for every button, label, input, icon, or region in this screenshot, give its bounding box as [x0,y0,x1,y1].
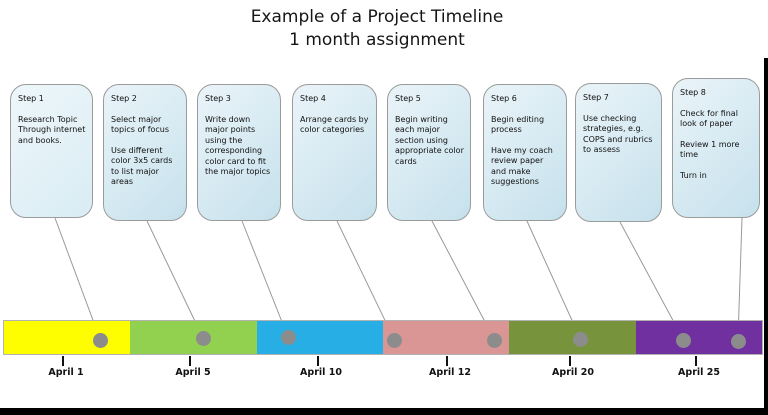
tick-april-1 [62,356,64,366]
step-text: Use checking strategies, e.g. COPS and r… [583,113,653,155]
tick-april-20 [569,356,571,366]
step-text: Have my coach review paper and make sugg… [491,145,553,187]
timeline-dot-6 [572,331,588,347]
step-card-7: Step 7 Use checking strategies, e.g. COP… [575,83,662,222]
tick-april-12 [446,356,448,366]
timeline-dot-1 [92,332,108,348]
timeline-dot-3 [280,329,296,345]
step-title: Step 5 [395,94,421,103]
step-card-1: Step 1 Research Topic Through internet a… [10,84,93,218]
step-text: Check for final look of paper [680,108,738,129]
date-label-april-12: April 12 [429,367,471,378]
step-title: Step 6 [491,94,517,103]
timeline-dot-4 [386,332,402,348]
step-text: Arrange cards by color categories [300,114,369,135]
date-label-april-10: April 10 [300,367,342,378]
date-label-april-5: April 5 [175,367,211,378]
step-text: Begin editing process [491,114,545,135]
timeline-dot-2 [195,330,211,346]
page-title: Example of a Project Timeline 1 month as… [0,6,754,52]
step-text: Review 1 more time [680,139,740,160]
step-card-6: Step 6 Begin editing process Have my coa… [483,84,567,221]
tick-april-10 [317,356,319,366]
step-text: Write down major points using the corres… [205,114,271,177]
timeline-bar [3,320,763,355]
date-label-april-20: April 20 [552,367,594,378]
timeline-dot-5 [486,332,502,348]
step-card-4: Step 4 Arrange cards by color categories [292,84,377,221]
step-text: Research Topic Through internet and book… [18,114,86,145]
tick-april-25 [695,356,697,366]
step-title: Step 2 [111,94,137,103]
step-card-2: Step 2 Select major topics of focus Use … [103,84,187,221]
step-text: Use different color 3x5 cards to list ma… [111,145,173,187]
step-title: Step 4 [300,94,326,103]
screen-edge-right [764,58,768,415]
timeline-segment-april-20 [509,321,636,354]
timeline-dot-8 [730,333,746,349]
step-title: Step 1 [18,94,44,103]
tick-april-5 [189,356,191,366]
step-card-3: Step 3 Write down major points using the… [197,84,281,221]
timeline-segment-april-5 [130,321,257,354]
screen-edge-bottom [0,408,768,415]
timeline-segment-april-1 [4,321,131,354]
step-text: Select major topics of focus [111,114,170,135]
date-label-april-1: April 1 [48,367,84,378]
step-card-8: Step 8 Check for final look of paper Rev… [672,78,760,218]
timeline-segment-april-10 [256,321,383,354]
step-card-5: Step 5 Begin writing each major section … [387,84,471,221]
date-label-april-25: April 25 [678,367,720,378]
step-title: Step 7 [583,93,609,102]
step-text: Begin writing each major section using a… [395,114,464,166]
timeline-dot-7 [675,332,691,348]
step-title: Step 8 [680,88,706,97]
title-line-1: Example of a Project Timeline [250,7,504,27]
step-title: Step 3 [205,94,231,103]
title-line-2: 1 month assignment [289,30,465,50]
step-text: Turn in [680,170,707,180]
